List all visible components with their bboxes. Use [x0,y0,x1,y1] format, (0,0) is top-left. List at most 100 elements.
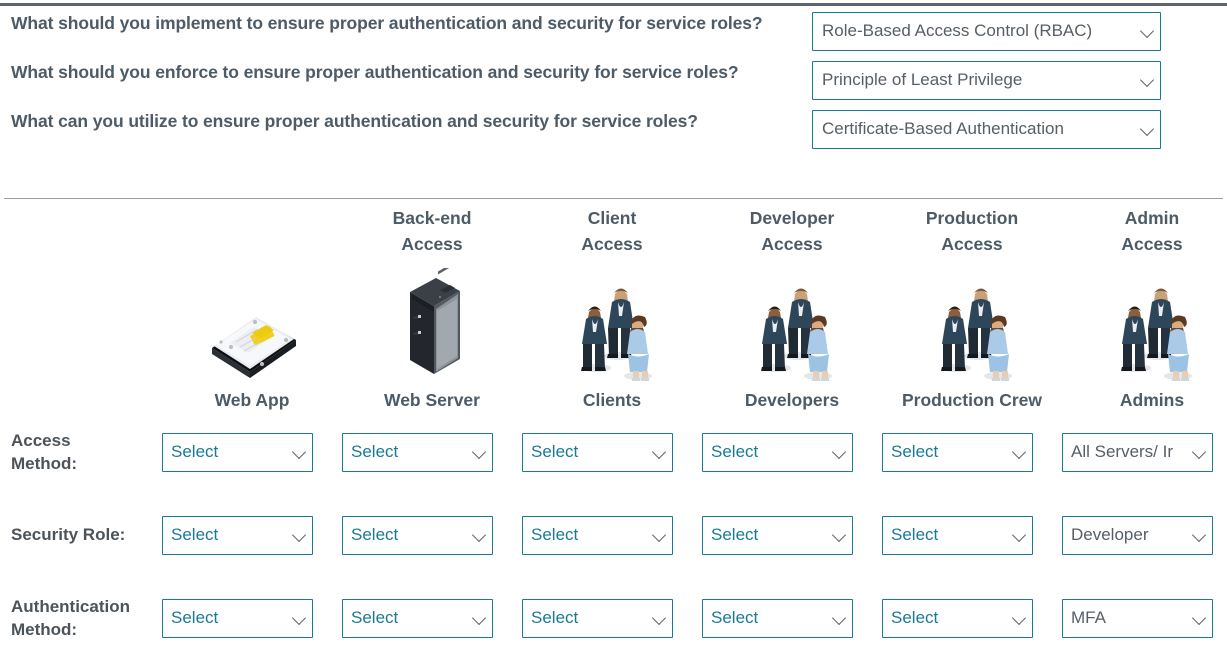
select-value: Select [171,608,219,627]
matrix-column-developers: Developer Access [702,206,882,411]
matrix-row-authentication-method: Authentication Method: Select Select Sel… [0,577,1227,660]
select-value: Select [531,608,579,627]
question-implement-select-wrap: Role-Based Access Control (RBAC) [812,12,1184,51]
select-access-method-developers[interactable]: Select [702,433,853,472]
cell-access-method-clients: Select [522,433,702,472]
select-value: All Servers/ Ir [1071,442,1174,461]
select-security-role-production-crew[interactable]: Select [882,516,1033,555]
cell-authentication-method-production-crew: Select [882,599,1062,638]
select-security-role-developers[interactable]: Select [702,516,853,555]
chevron-down-icon [471,444,487,459]
select-access-method-admins[interactable]: All Servers/ Ir [1062,433,1213,472]
select-value: Select [531,442,579,461]
cell-authentication-method-web-app: Select [162,599,342,638]
cell-security-role-web-server: Select [342,516,522,555]
question-enforce-select[interactable]: Principle of Least Privilege [812,61,1161,100]
select-security-role-web-server[interactable]: Select [342,516,493,555]
hard-drive-icon [162,258,342,386]
question-row-utilize: What can you utilize to ensure proper au… [0,110,1227,149]
select-authentication-method-clients[interactable]: Select [522,599,673,638]
question-utilize-text: What can you utilize to ensure proper au… [11,111,698,131]
chevron-down-icon [831,444,847,459]
cell-security-role-clients: Select [522,516,702,555]
column-access-label-admin: Admin Access [1062,206,1227,258]
column-access-label-developer: Developer Access [702,206,882,258]
select-access-method-web-server[interactable]: Select [342,433,493,472]
select-authentication-method-web-app[interactable]: Select [162,599,313,638]
questions-section: What should you implement to ensure prop… [0,12,1227,159]
chevron-down-icon [1191,610,1207,625]
question-utilize-select-value: Certificate-Based Authentication [822,119,1064,138]
cell-access-method-developers: Select [702,433,882,472]
select-value: Select [171,442,219,461]
row-label-authentication-method: Authentication Method: [0,596,162,640]
access-matrix: Web App Back-end Access [0,206,1227,660]
select-value: Select [351,442,399,461]
matrix-row-access-method: Access Method: Select Select Select Sele… [0,411,1227,494]
row-label-access-method: Access Method: [0,430,162,474]
row-label-security-role: Security Role: [0,524,162,546]
row-label-line1-access-method: Access [11,431,71,451]
select-security-role-admins[interactable]: Developer [1062,516,1213,555]
select-access-method-production-crew[interactable]: Select [882,433,1033,472]
chevron-down-icon [831,610,847,625]
column-name-developers: Developers [744,390,840,410]
question-implement-text: What should you implement to ensure prop… [11,13,763,33]
column-name-production-crew: Production Crew [901,390,1042,410]
select-security-role-clients[interactable]: Select [522,516,673,555]
column-access-line2-client: Access [581,233,643,254]
select-authentication-method-admins[interactable]: MFA [1062,599,1213,638]
question-row-enforce: What should you enforce to ensure proper… [0,61,1227,100]
cell-authentication-method-developers: Select [702,599,882,638]
people-group-icon [702,258,882,386]
chevron-down-icon [291,527,307,542]
chevron-down-icon [831,527,847,542]
people-group-icon [882,258,1062,386]
select-value: MFA [1071,608,1106,627]
column-name-web-app: Web App [214,390,290,410]
top-rule [0,3,1227,6]
column-name-admins: Admins [1119,390,1185,410]
select-authentication-method-web-server[interactable]: Select [342,599,493,638]
select-value: Select [351,608,399,627]
matrix-row-security-role: Security Role: Select Select Select Sele… [0,494,1227,577]
select-value: Select [351,525,399,544]
cell-access-method-production-crew: Select [882,433,1062,472]
select-access-method-web-app[interactable]: Select [162,433,313,472]
cell-security-role-web-app: Select [162,516,342,555]
row-label-line1-security-role: Security Role: [11,525,126,545]
column-access-line2-developer: Access [761,233,823,254]
select-value: Select [711,442,759,461]
question-utilize-select-wrap: Certificate-Based Authentication [812,110,1184,149]
chevron-down-icon [651,527,667,542]
chevron-down-icon [471,527,487,542]
people-group-icon [522,258,702,386]
matrix-column-web-server: Back-end Access [342,206,522,411]
cell-security-role-production-crew: Select [882,516,1062,555]
select-value: Select [531,525,579,544]
select-access-method-clients[interactable]: Select [522,433,673,472]
question-implement-select[interactable]: Role-Based Access Control (RBAC) [812,12,1161,51]
select-value: Select [171,525,219,544]
chevron-down-icon [1139,72,1155,87]
select-security-role-web-app[interactable]: Select [162,516,313,555]
matrix-column-admins: Admin Access [1062,206,1227,411]
column-access-label-back-end: Back-end Access [342,206,522,258]
chevron-down-icon [1011,527,1027,542]
matrix-column-production-crew: Production Access [882,206,1062,411]
column-access-label-web-app [162,206,342,258]
select-authentication-method-production-crew[interactable]: Select [882,599,1033,638]
matrix-header: Web App Back-end Access [0,206,1227,411]
chevron-down-icon [291,444,307,459]
select-authentication-method-developers[interactable]: Select [702,599,853,638]
cell-security-role-admins: Developer [1062,516,1227,555]
cell-security-role-developers: Select [702,516,882,555]
question-enforce-text: What should you enforce to ensure proper… [11,62,739,82]
row-label-line2-authentication-method: Method: [11,619,78,639]
chevron-down-icon [1139,23,1155,38]
chevron-down-icon [1191,527,1207,542]
column-name-web-server: Web Server [384,390,480,410]
column-access-line2-back-end: Access [401,233,463,254]
select-value: Developer [1071,525,1149,544]
question-utilize-select[interactable]: Certificate-Based Authentication [812,110,1161,149]
